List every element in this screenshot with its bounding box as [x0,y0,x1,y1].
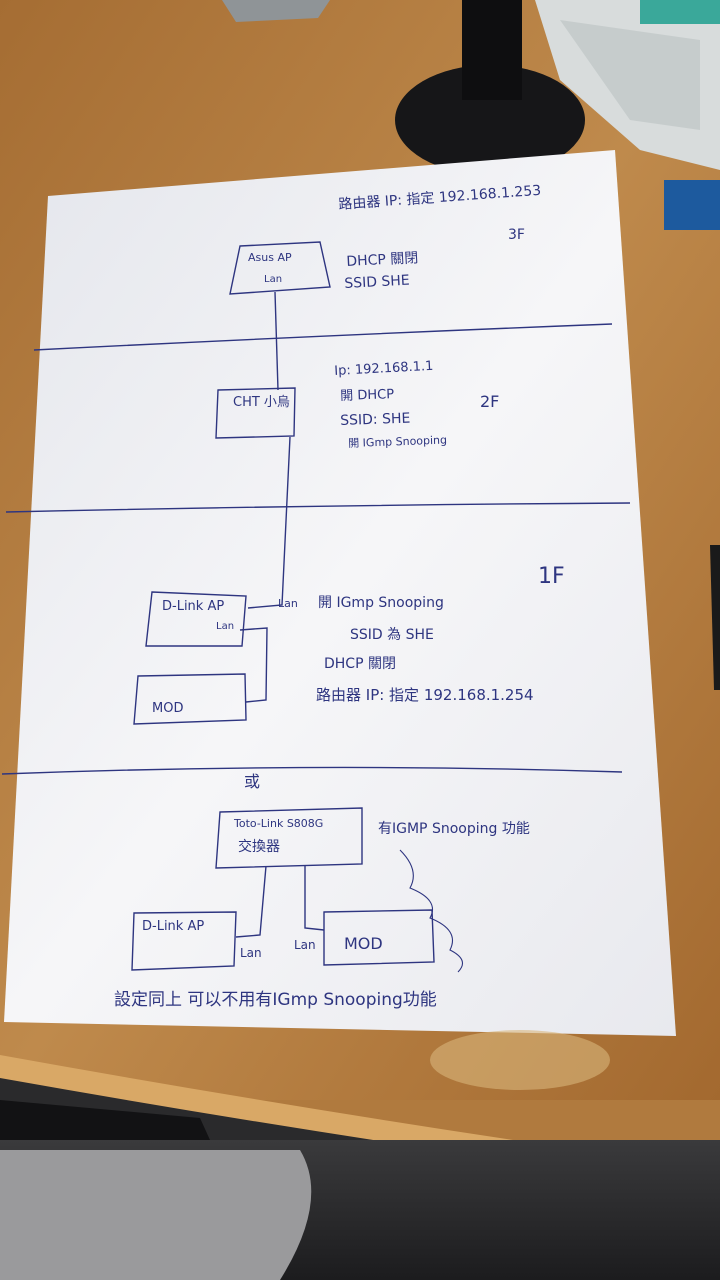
asus-ap-port-label: Lan [264,274,283,285]
dlink-ap-alt-label: D-Link AP [142,919,205,934]
mod-box-1f [133,673,247,725]
floor1-ssid: SSID 為 SHE [350,627,434,643]
dlink-ap-port-outside: Lan [278,597,298,610]
green-sticker [640,0,720,24]
link-switch-dlink [235,865,267,938]
paper-sheet [4,150,676,1036]
floor1-router-ip: 路由器 IP: 指定 192.168.1.254 [316,686,534,704]
lamp-pole [462,0,522,100]
asus-ap-box [229,241,331,295]
desk-stain [430,1030,610,1090]
footer-note: 設定同上 可以不用有IGmp Snooping功能 [114,990,437,1010]
link-dlink-mod [239,627,268,703]
dlink-ap-port-inside: Lan [216,621,235,632]
toto-switch-line1: Toto-Link S808G [234,817,324,830]
dlink-ap-box-alt [131,911,237,971]
scribble-mark [399,849,464,973]
asus-ap-label: Asus AP [248,251,292,264]
dlink-ap-label: D-Link AP [162,599,225,614]
cht-box [215,387,296,439]
mod-label-1f: MOD [152,701,184,716]
floor2-ssid: SSID: SHE [339,410,411,429]
toto-switch-box [215,807,363,869]
floor3-floor-label: 3F [508,227,525,243]
floor3-ssid: SSID SHE [343,272,411,292]
gray-device [222,0,330,22]
floor2-dhcp: 開 DHCP [339,387,395,404]
lamp-base [395,65,585,175]
blue-booklet [664,180,720,230]
cht-label: CHT 小烏 [233,395,290,410]
pen [710,545,720,690]
link-cht-dlink [247,436,291,609]
floor1-dhcp: DHCP 關閉 [324,656,396,672]
switch-igmp-note: 有IGMP Snooping 功能 [378,821,530,837]
mod-alt-label: MOD [344,934,383,953]
link-switch-mod [304,866,325,931]
divider-1f-alt [1,766,623,775]
dlink-ap-box [145,591,247,647]
or-label: 或 [244,772,261,791]
toto-switch-line2: 交換器 [238,839,280,855]
floor1-floor-label: 1F [538,564,565,589]
floor2-floor-label: 2F [480,392,500,411]
floor2-igmp: 開 IGmp Snooping [347,433,448,450]
gray-cloth [0,1150,312,1280]
divider-2f-1f [5,502,631,513]
cable-strip [0,1100,210,1140]
floor1-igmp: 開 IGmp Snooping [318,595,444,611]
mod-alt-port: Lan [294,938,316,952]
mod-box-alt [323,909,435,966]
floor3-dhcp: DHCP 關閉 [345,250,419,270]
plastic-tray-inner [560,20,700,130]
divider-3f-2f [33,323,613,351]
link-asus-cht [274,291,279,391]
dlink-ap-alt-port: Lan [240,946,262,960]
